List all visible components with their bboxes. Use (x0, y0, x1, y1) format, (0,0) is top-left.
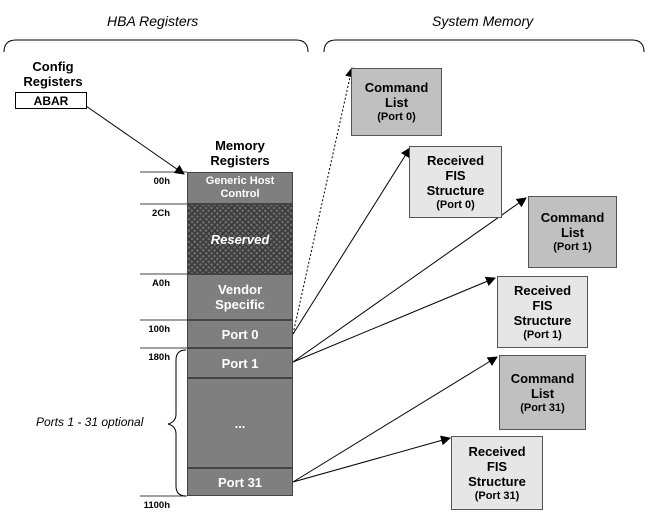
ports-optional-note: Ports 1 - 31 optional (36, 415, 144, 429)
fis1-port: (Port 1) (523, 328, 562, 341)
received-fis-port31: Received FIS Structure (Port 31) (451, 436, 543, 510)
fis31-line2: FIS (486, 458, 508, 474)
offset-100h: 100h (148, 324, 170, 335)
abar-arrow (85, 105, 185, 175)
cl31-line2: List (530, 385, 555, 401)
cl0-port: (Port 0) (377, 111, 416, 123)
cl31-line1: Command (510, 370, 575, 386)
command-list-port31: Command List (Port 31) (499, 355, 586, 430)
memory-port31: Port 31 (187, 468, 293, 496)
cl0-line1: Command (364, 80, 429, 95)
memory-port0: Port 0 (187, 320, 293, 348)
fis31-port: (Port 31) (474, 489, 520, 502)
offset-180h: 180h (148, 352, 170, 363)
cl1-line2: List (560, 225, 585, 240)
offset-1100h: 1100h (143, 500, 170, 511)
received-fis-port0: Received FIS Structure (Port 0) (409, 146, 502, 218)
cl1-port: (Port 1) (553, 241, 592, 253)
port0-label: Port 0 (221, 326, 259, 342)
fis1-line1: Received (513, 282, 572, 298)
arrow-port0-cl (292, 67, 355, 335)
command-list-port1: Command List (Port 1) (528, 196, 617, 268)
memory-ellipsis: ... (187, 378, 293, 468)
fis31-line3: Structure (468, 473, 526, 489)
fis31-line1: Received (468, 443, 526, 459)
port1-label: Port 1 (221, 355, 259, 371)
abar-register-box: ABAR (15, 92, 87, 109)
command-list-port0: Command List (Port 0) (351, 68, 442, 136)
memory-port1: Port 1 (187, 348, 293, 378)
ghc-label: Generic Host Control (205, 175, 275, 200)
reserved-label: Reserved (210, 231, 270, 247)
fis1-line3: Structure (513, 312, 572, 328)
received-fis-port1: Received FIS Structure (Port 1) (497, 276, 588, 348)
offset-00h: 00h (153, 176, 170, 187)
cl1-line1: Command (540, 210, 605, 225)
fis0-line3: Structure (426, 182, 485, 198)
fis1-line2: FIS (532, 297, 553, 313)
memory-generic-host-control: Generic Host Control (187, 172, 293, 204)
memory-title-line1: Memory (215, 138, 265, 153)
memory-vendor-specific: Vendor Specific (187, 274, 293, 320)
config-title-line2: Registers (23, 74, 83, 89)
arrow-port0-fis (292, 147, 411, 335)
system-memory-header: System Memory (432, 13, 534, 29)
offset-2ch: 2Ch (152, 208, 170, 219)
memory-registers-title: Memory Registers (187, 138, 293, 168)
cl0-line2: List (384, 95, 409, 110)
arrow-port31-fis (292, 435, 451, 483)
ellipsis-label: ... (234, 415, 246, 431)
arrow-port1-fis (292, 276, 496, 363)
memory-title-line2: Registers (210, 153, 270, 168)
vendor-label: Vendor Specific (215, 282, 265, 312)
offset-a0h: A0h (152, 278, 170, 289)
arrow-port31-cl (292, 356, 498, 483)
cl31-port: (Port 31) (520, 401, 565, 414)
config-registers-title: Config Registers (16, 59, 90, 89)
config-title-line1: Config (32, 59, 74, 74)
fis0-line1: Received (426, 152, 485, 168)
hba-header-bracket (3, 39, 309, 53)
abar-label: ABAR (33, 93, 69, 108)
fis0-port: (Port 0) (436, 198, 475, 211)
hba-registers-header: HBA Registers (107, 13, 199, 29)
system-header-bracket (323, 39, 645, 53)
fis0-line2: FIS (445, 167, 466, 183)
port31-label: Port 31 (217, 474, 263, 490)
optional-ports-brace (167, 349, 187, 497)
arrow-port1-cl (292, 197, 527, 363)
memory-reserved: Reserved (187, 204, 293, 274)
